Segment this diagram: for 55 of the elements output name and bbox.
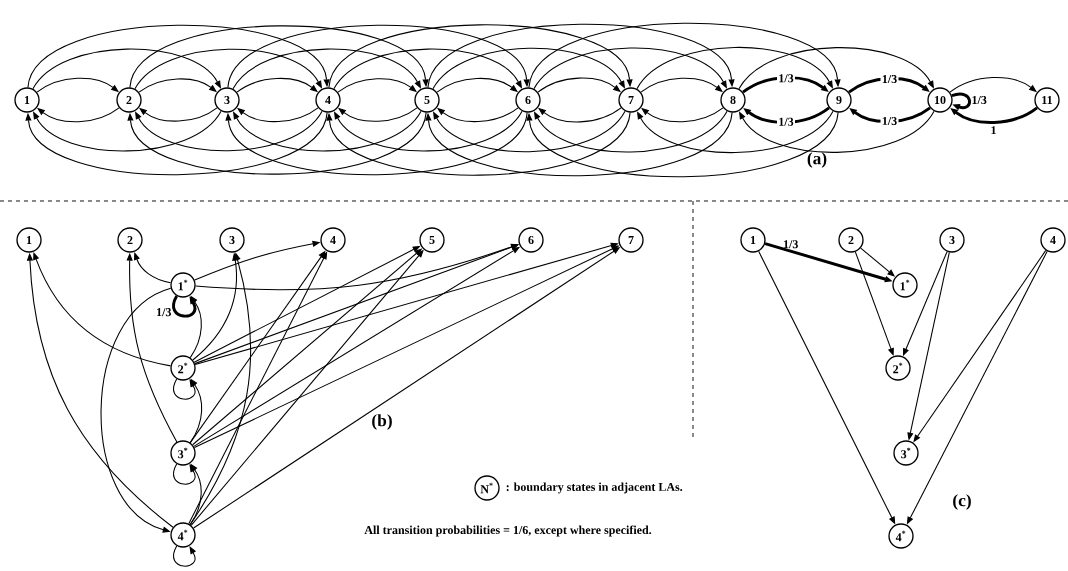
arrow: [432, 47, 625, 90]
arrow: [526, 112, 839, 178]
edge-label: 1/3: [880, 115, 899, 127]
edge-label: 1/3: [784, 240, 798, 249]
arrow: [528, 22, 841, 88]
arrow: [436, 77, 518, 93]
arrow: [637, 110, 834, 154]
edge-label: 1: [991, 126, 996, 135]
arrow: [236, 77, 318, 93]
loop-arrow: [951, 92, 971, 111]
arrow: [328, 24, 633, 88]
arrow: [537, 77, 621, 93]
loop-arrow: [172, 295, 197, 318]
panel-label: (c): [953, 494, 971, 510]
arrow: [437, 107, 519, 123]
arrow: [27, 24, 330, 88]
arrow: [134, 252, 172, 284]
arrow: [533, 47, 727, 90]
arrow: [640, 77, 723, 93]
legend-text: : boundary states in adjacent LAs.: [506, 482, 683, 494]
arrow: [135, 110, 323, 152]
arrow: [738, 47, 934, 90]
edge-label: 1/3: [972, 95, 987, 105]
arrow: [433, 110, 626, 153]
arrow: [739, 110, 935, 153]
arrow: [139, 107, 218, 122]
edge-label: 1/3: [777, 72, 795, 84]
arrow: [225, 112, 528, 176]
arrow: [334, 110, 523, 152]
arrow: [233, 110, 422, 152]
panel-label: (b): [372, 414, 392, 430]
panel-label: (a): [807, 152, 827, 168]
arrow: [129, 25, 429, 88]
edge-label: 1/3: [157, 308, 171, 317]
arrow: [338, 107, 418, 122]
arrow: [36, 77, 119, 93]
arrow: [636, 46, 833, 90]
arrow: [949, 76, 1037, 93]
arrow: [25, 112, 328, 176]
arrow: [425, 112, 733, 177]
arrow: [33, 110, 222, 152]
arrow: [326, 112, 631, 176]
arrow: [37, 107, 120, 123]
note-text: All transition probabilities = 1/6, except where specified.: [364, 525, 652, 537]
arrow: [427, 23, 735, 88]
arrow: [138, 78, 217, 93]
edge-label: 1/3: [880, 73, 899, 85]
arrow: [100, 287, 172, 533]
edge-label: 1/3: [777, 116, 795, 128]
arrow: [237, 107, 319, 123]
arrow: [641, 107, 724, 123]
arrow: [337, 78, 417, 93]
arrow: [127, 112, 427, 175]
arrow: [538, 107, 622, 123]
arrow: [227, 24, 530, 88]
